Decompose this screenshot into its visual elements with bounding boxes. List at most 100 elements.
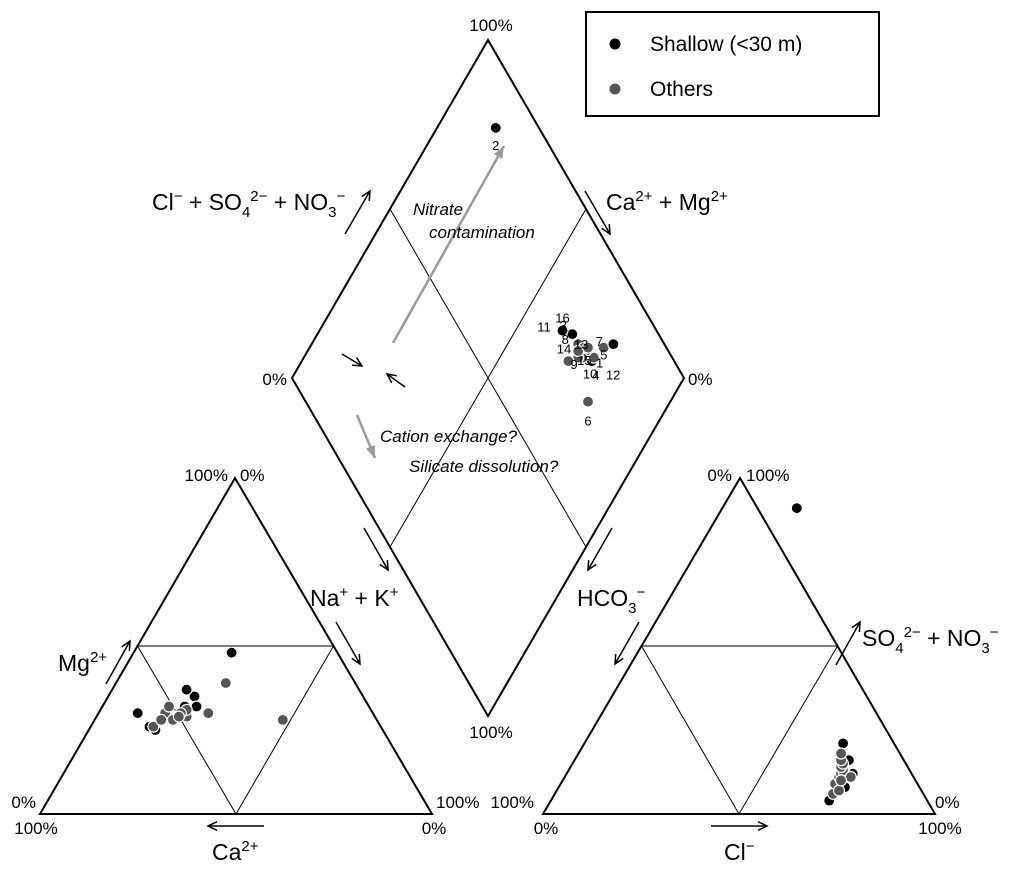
anion-grid-line-r bbox=[738, 645, 838, 815]
diamond-tick-top: 100% bbox=[469, 16, 512, 35]
diamond-point-6 bbox=[581, 395, 595, 408]
anion-tick-right-bottom: 100% bbox=[918, 819, 961, 838]
anion-point-others-11 bbox=[832, 784, 846, 797]
arrow-hco3-diamond bbox=[587, 527, 613, 572]
arrow-cl-so4-no3-diamond-head bbox=[361, 189, 371, 202]
diamond-point-id-8: 8 bbox=[562, 332, 569, 347]
anion-point-others-10 bbox=[834, 747, 848, 760]
arrow-hco3-diamond-head bbox=[587, 559, 597, 572]
anion-point-shallow-8 bbox=[836, 737, 850, 750]
arrow-hco3-head bbox=[614, 653, 624, 666]
diamond-point-id-6: 6 bbox=[584, 414, 591, 429]
diamond-point-2 bbox=[489, 121, 502, 135]
anion-grid-line-l bbox=[641, 645, 740, 815]
arrow-na-k-diamond bbox=[363, 527, 389, 572]
legend-label-others: Others bbox=[650, 78, 713, 101]
axis-arrows bbox=[105, 189, 861, 832]
anion-tick-left-side: 100% bbox=[491, 793, 534, 812]
diagram-frame bbox=[38, 38, 937, 815]
diamond-point-id-15: 15 bbox=[577, 353, 591, 368]
diamond-tick-bottom: 100% bbox=[469, 723, 512, 742]
diamond-point-id-12: 12 bbox=[606, 368, 620, 383]
arrow-so4-no3-head bbox=[851, 620, 861, 633]
arrow-hco3 bbox=[614, 621, 640, 666]
diamond-point-7 bbox=[607, 338, 620, 351]
trend-arrow-nitrate bbox=[391, 145, 506, 344]
legend-marker-shallow bbox=[609, 38, 621, 50]
diamond-point-id-4: 4 bbox=[592, 368, 599, 383]
arrow-ca bbox=[206, 820, 264, 832]
diamond-tick-right: 0% bbox=[688, 370, 713, 389]
cation-point-others-12 bbox=[276, 713, 289, 727]
arrow-cl-head bbox=[757, 820, 769, 832]
cation-tick-left-side: 0% bbox=[11, 793, 36, 812]
arrow-so4-no3-shaft bbox=[835, 621, 861, 666]
pointer-arrow-12-shaft bbox=[386, 373, 406, 388]
axis-label-cl: Cl− bbox=[724, 838, 755, 865]
pointer-arrow-11 bbox=[341, 353, 364, 367]
diamond-point-id-13: 13 bbox=[574, 337, 588, 352]
axis-label-cl-so4-no3: Cl− + SO42− + NO3− bbox=[152, 188, 345, 221]
arrow-mg-shaft bbox=[105, 640, 131, 685]
cation-point-others-10 bbox=[219, 676, 232, 690]
arrow-na-k bbox=[335, 621, 361, 666]
cation-point-others-5 bbox=[155, 713, 168, 727]
arrow-hco3-diamond-shaft bbox=[587, 527, 613, 571]
cation-point-shallow-6 bbox=[225, 646, 238, 659]
cation-tick-top-left: 100% bbox=[185, 466, 228, 485]
anion-tick-left-bottom: 0% bbox=[534, 819, 559, 838]
arrow-cl bbox=[711, 820, 769, 832]
diamond-point-id-14: 14 bbox=[557, 342, 571, 357]
cation-point-others-7 bbox=[162, 700, 176, 713]
arrow-ca-mg-diamond-shaft bbox=[584, 190, 611, 235]
diamond-point-id-9: 9 bbox=[570, 357, 577, 372]
trend-arrow-cation-exchange bbox=[355, 414, 377, 459]
arrow-ca-mg-diamond bbox=[584, 190, 611, 236]
arrow-na-k-diamond-head bbox=[379, 559, 389, 572]
axis-label-hco3: HCO3− bbox=[577, 584, 645, 617]
legend: Shallow (<30 m) Others bbox=[585, 11, 880, 117]
annotation-cation-exchange: Cation exchange? bbox=[380, 427, 518, 446]
anion-tick-top-right: 100% bbox=[746, 466, 789, 485]
axis-label-ca: Ca2+ bbox=[212, 838, 259, 865]
pointer-arrow-11-shaft bbox=[341, 353, 363, 367]
arrow-na-k-shaft bbox=[335, 621, 361, 665]
trend-arrows bbox=[355, 145, 506, 459]
annotation-silicate-dissolution: Silicate dissolution? bbox=[409, 457, 559, 476]
trend-arrow-cation-exchange-head bbox=[365, 445, 375, 458]
axis-label-na-k: Na+ + K+ bbox=[310, 584, 399, 611]
arrow-so4-no3 bbox=[835, 620, 861, 666]
diamond-point-15 bbox=[562, 355, 575, 368]
cation-tick-left-bottom: 100% bbox=[14, 819, 57, 838]
anion-tick-right-side: 0% bbox=[935, 793, 960, 812]
cation-tick-top-right: 0% bbox=[240, 466, 265, 485]
pointer-arrow-11-head bbox=[351, 357, 364, 367]
diamond-point-id-16: 16 bbox=[555, 311, 569, 326]
arrow-ca-mg-diamond-head bbox=[601, 223, 611, 236]
diamond-point-14 bbox=[581, 341, 595, 354]
cation-point-shallow-1 bbox=[131, 707, 144, 720]
annotation-contamination: contamination bbox=[429, 223, 535, 242]
pointer-arrow-12 bbox=[385, 372, 406, 388]
axis-label-so4-no3: SO42− + NO3− bbox=[862, 624, 999, 657]
diamond-point-id-2: 2 bbox=[492, 138, 499, 153]
diamond-grid-line-b bbox=[389, 208, 587, 548]
diamond-point-id-7: 7 bbox=[596, 334, 603, 349]
cation-point-others-13 bbox=[172, 710, 185, 723]
diamond-point-id-11: 11 bbox=[537, 320, 551, 335]
pointer-arrow-12-head bbox=[385, 372, 397, 384]
central-diamond bbox=[290, 38, 686, 718]
legend-box bbox=[585, 11, 880, 117]
trend-arrow-nitrate-head bbox=[493, 146, 504, 159]
axis-label-mg: Mg2+ bbox=[58, 649, 107, 676]
diamond-point-id-3: 3 bbox=[560, 318, 567, 333]
anion-tick-top-left: 0% bbox=[707, 466, 732, 485]
anion-point-others-13 bbox=[834, 774, 848, 787]
annotation-nitrate: Nitrate bbox=[413, 200, 463, 219]
cation-tick-right-bottom: 0% bbox=[422, 819, 447, 838]
cation-tick-right-side: 100% bbox=[436, 793, 479, 812]
arrow-na-k-diamond-shaft bbox=[363, 527, 389, 571]
axis-label-ca-mg: Ca2+ + Mg2+ bbox=[606, 188, 728, 215]
